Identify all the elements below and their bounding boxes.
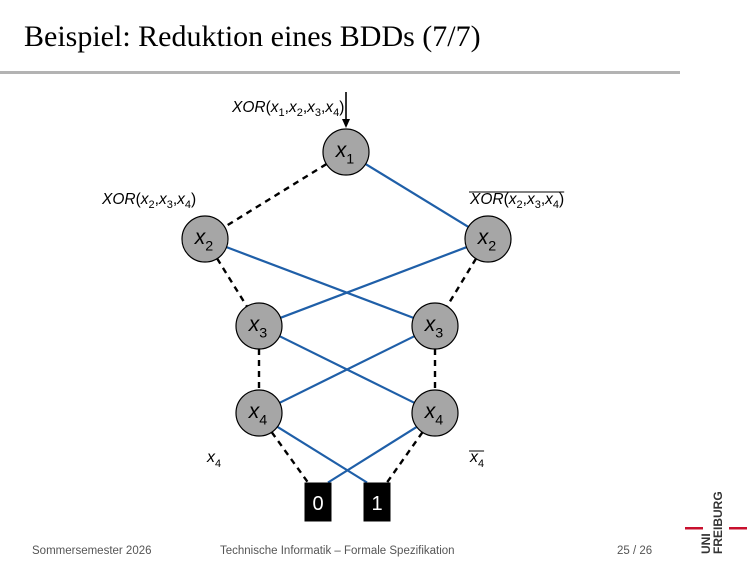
node-label-n1: x1 xyxy=(335,139,355,167)
edge-low-n2r-n3r xyxy=(445,258,478,307)
footer-page-number: 25 / 26 xyxy=(617,545,653,557)
root-function-label: XOR(x1,x2,x3,x4) xyxy=(231,99,344,119)
logo-text-uni: UNI xyxy=(699,533,713,554)
node-label-n2l: x2 xyxy=(194,226,214,254)
footer-semester: Sommersemester 2026 xyxy=(32,545,152,557)
logo-accent-left xyxy=(685,527,703,530)
logo-text-freiburg: FREIBURG xyxy=(711,491,725,554)
node-n4l xyxy=(235,389,283,437)
node-label-n3r: x3 xyxy=(424,313,444,341)
right-x2-function-label: XOR(x2,x3,x4) xyxy=(469,191,564,211)
node-label-n4r: x4 xyxy=(424,400,444,428)
logo-accent-bars xyxy=(685,527,747,530)
edge-low-n4l-t0 xyxy=(270,431,309,484)
node-n2l xyxy=(181,215,229,263)
node-n3l xyxy=(235,302,283,350)
bdd-nodes: x1 x2 x2 x3 x3 x4 x4 0 1 xyxy=(181,128,512,522)
bdd-edges xyxy=(216,163,478,484)
root-arrow-head xyxy=(342,119,350,128)
terminal-label-0: 0 xyxy=(312,493,323,515)
edge-high-n2r-n3l xyxy=(280,246,467,319)
title-rule xyxy=(0,71,680,74)
edge-low-n2l-n3l xyxy=(216,257,248,308)
edge-low-n1-n2l xyxy=(223,163,328,228)
edge-low-n4r-t1 xyxy=(386,431,424,484)
node-n3r xyxy=(411,302,459,350)
terminal-1 xyxy=(363,482,391,522)
footer-course: Technische Informatik – Formale Spezifik… xyxy=(220,545,455,557)
logo-accent-right xyxy=(729,527,747,530)
right-x4-label: x4 xyxy=(469,449,484,470)
bdd-labels: XOR(x1,x2,x3,x4) XOR(x2,x3,x4) XOR(x2,x3,x… xyxy=(101,99,565,470)
edge-high-n2l-n3r xyxy=(226,246,414,319)
left-x4-label: x4 xyxy=(206,449,221,470)
edge-high-n1-n2r xyxy=(365,163,469,228)
node-n4r xyxy=(411,389,459,437)
left-x2-function-label: XOR(x2,x3,x4) xyxy=(101,191,196,211)
edge-high-n3r-n4l xyxy=(279,335,415,404)
node-n2r xyxy=(464,215,512,263)
edge-high-n4r-t0 xyxy=(327,425,418,484)
edge-high-n4l-t1 xyxy=(276,425,368,484)
terminal-0 xyxy=(304,482,332,522)
terminal-label-1: 1 xyxy=(371,493,382,515)
node-n1 xyxy=(322,128,370,176)
node-label-n2r: x2 xyxy=(477,226,497,254)
node-label-n4l: x4 xyxy=(248,400,268,428)
node-label-n3l: x3 xyxy=(248,313,268,341)
university-logo: UNI FREIBURG xyxy=(685,491,747,554)
slide-title: Beispiel: Reduktion eines BDDs (7/7) xyxy=(24,20,481,53)
root-arrow xyxy=(342,92,350,128)
